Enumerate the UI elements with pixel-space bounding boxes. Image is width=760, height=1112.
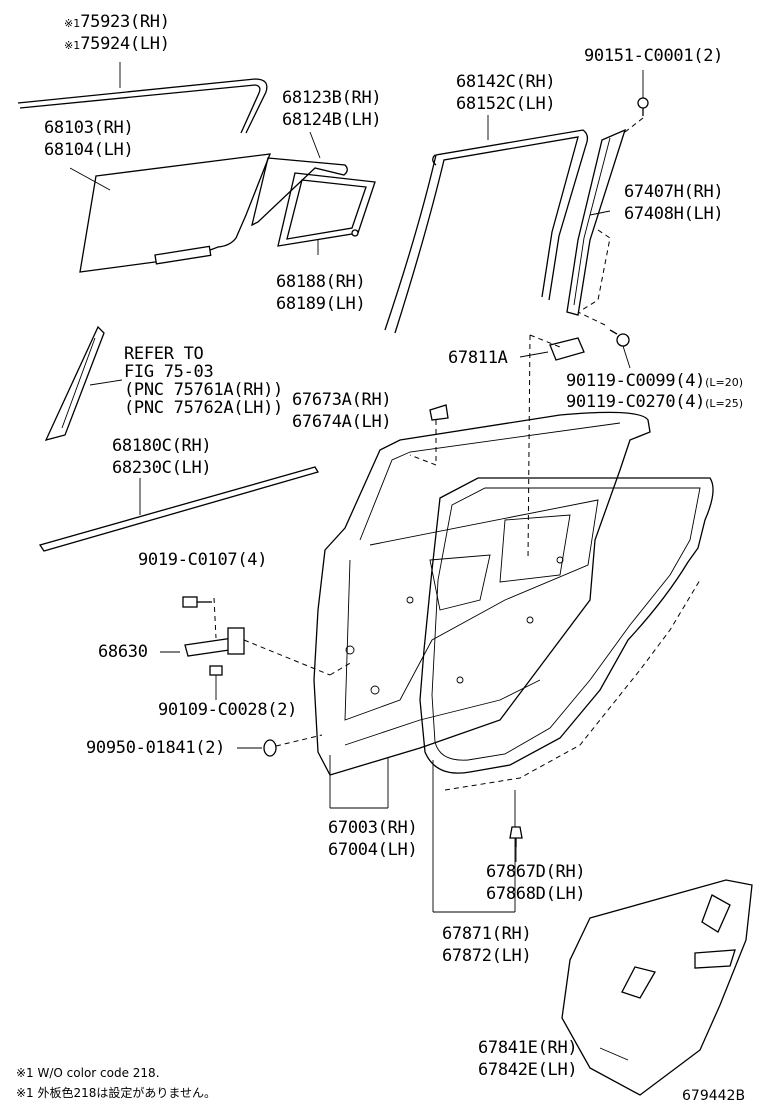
hole-plug [237, 734, 323, 757]
refer-line-2: FIG 75-03 [124, 362, 214, 382]
glass-run-top-label-lh: ※175924(LH) [64, 34, 170, 56]
screw-top-label: 90151-C0001(2) [584, 46, 724, 66]
footnote-en: ※1 W/O color code 218. [16, 1066, 160, 1080]
bolt-checker [182, 596, 217, 639]
screw-mid-label-1: 90119-C0099(4)(L=20) [566, 371, 743, 393]
door-checker [160, 627, 353, 676]
division-bar [566, 128, 627, 316]
checker-label: 68630 [98, 642, 148, 662]
weatherstrip-label-lh: 67872(LH) [442, 946, 532, 966]
refer-line-1: REFER TO [124, 344, 204, 364]
part-number: 90119-C0099(4) [566, 371, 706, 391]
clip-lower-label-rh: 67867D(RH) [486, 862, 586, 882]
clip-upper-label-lh: 67674A(LH) [292, 412, 392, 432]
screw-top [624, 70, 649, 133]
quarter-glass [277, 172, 376, 255]
clip-lower [509, 826, 523, 862]
refer-part [44, 325, 123, 441]
quarter-glass-label-rh: 68188(RH) [276, 272, 366, 292]
glass-run-top-label-rh: ※175923(RH) [64, 12, 170, 34]
glass-label-rh: 68103(RH) [44, 118, 134, 138]
door-panel-label-lh: 67004(LH) [328, 840, 418, 860]
service-hole-cover [561, 879, 753, 1096]
bolt-lower [209, 665, 223, 700]
hole-plug-label: 90950-01841(2) [86, 738, 226, 758]
refer-line-4: (PNC 75762A(LH)) [124, 398, 283, 418]
bolt-lower-label: 90109-C0028(2) [158, 700, 298, 720]
division-bar-label-rh: 67407H(RH) [624, 182, 724, 202]
clip-upper [409, 404, 449, 466]
belt-molding-label-lh: 68230C(LH) [112, 458, 212, 478]
belt-molding-label-rh: 68180C(RH) [112, 436, 212, 456]
frame-weatherstrip-label-rh: 68142C(RH) [456, 72, 556, 92]
cushion-label: 67811A [448, 348, 508, 368]
refer-line-3: (PNC 75761A(RH)) [124, 380, 283, 400]
door-panel-label-rh: 67003(RH) [328, 818, 418, 838]
part-number: 75923(RH) [80, 12, 170, 32]
screw-mid [577, 311, 631, 369]
glass-label-lh: 68104(LH) [44, 140, 134, 160]
note-mark: ※1 [64, 17, 81, 30]
length-note: (L=25) [705, 397, 744, 410]
belt-molding [38, 466, 319, 552]
door-panel [313, 411, 651, 809]
cushion [519, 334, 585, 561]
screw-mid-label-2: 90119-C0270(4)(L=25) [566, 392, 743, 414]
length-note: (L=20) [705, 376, 744, 389]
quarter-glass-label-lh: 68189(LH) [276, 294, 366, 314]
frame-weatherstrip [384, 115, 589, 334]
weatherstrip-label-rh: 67871(RH) [442, 924, 532, 944]
quarter-seal-label-lh: 68124B(LH) [282, 110, 382, 130]
door-glass [69, 153, 272, 273]
part-number: 90119-C0270(4) [566, 392, 706, 412]
quarter-seal-label-rh: 68123B(RH) [282, 88, 382, 108]
part-number: 75924(LH) [80, 34, 170, 54]
service-hole-cover-label-lh: 67842E(LH) [478, 1060, 578, 1080]
glass-run-top [17, 62, 268, 134]
clip-upper-label-rh: 67673A(RH) [292, 390, 392, 410]
door-weatherstrip [419, 477, 714, 913]
note-mark: ※1 [64, 39, 81, 52]
clip-lower-label-lh: 67868D(LH) [486, 884, 586, 904]
bolt-checker-label: 9019-C0107(4) [138, 550, 268, 570]
frame-weatherstrip-label-lh: 68152C(LH) [456, 94, 556, 114]
quarter-seal [251, 131, 348, 227]
division-bar-label-lh: 67408H(LH) [624, 204, 724, 224]
service-hole-cover-label-rh: 67841E(RH) [478, 1038, 578, 1058]
figure-code: 679442B [682, 1088, 746, 1104]
footnote-jp: ※1 外板色218は設定がありません。 [16, 1086, 217, 1100]
